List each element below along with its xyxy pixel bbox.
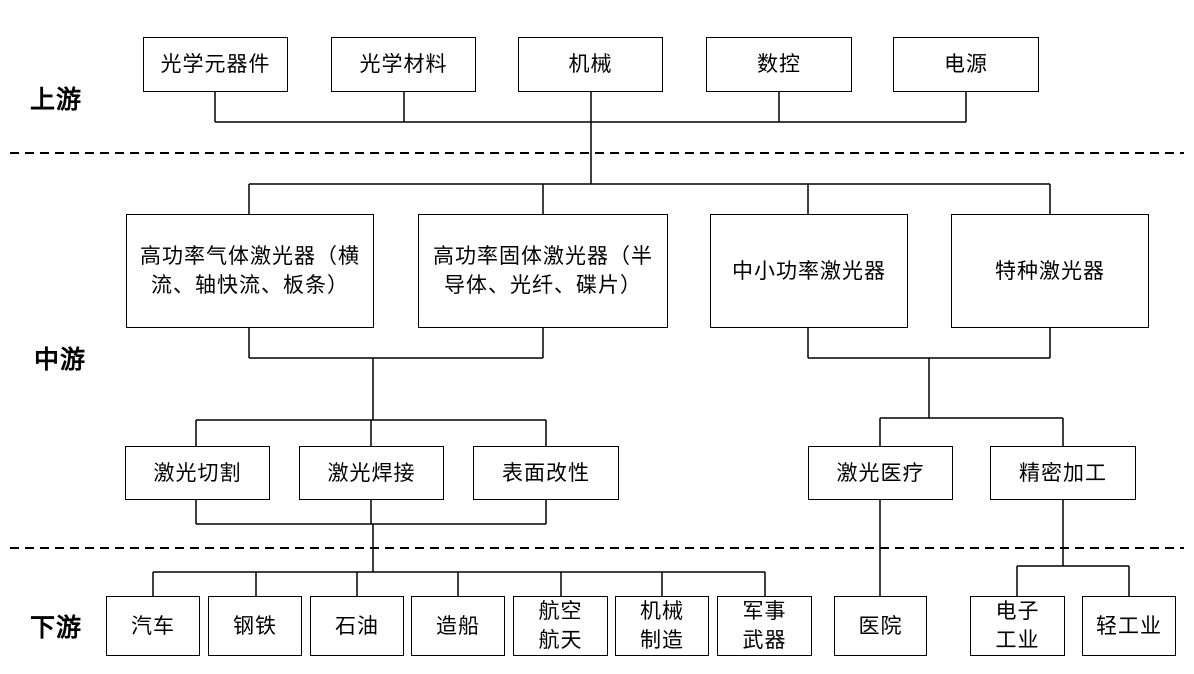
box-optical-components: 光学元器件 [143,37,288,92]
box-machinery-manufacturing-label-line1: 机械 [640,599,684,623]
box-electronics-industry: 电子工业 [970,596,1065,656]
box-shipbuilding: 造船 [411,596,505,656]
box-special-laser: 特种激光器 [951,214,1149,328]
box-machinery: 机械 [518,37,663,92]
box-small-medium-power-laser: 中小功率激光器 [710,214,908,328]
box-precision-machining-label: 精密加工 [1019,460,1107,485]
box-aerospace: 航空航天 [513,596,608,656]
box-optical-components-label: 光学元器件 [160,52,271,76]
box-military-weapons-label-line1: 军事 [742,599,787,623]
box-electronics-industry-label-line2: 工业 [995,628,1040,652]
box-high-power-gas-laser-label: 高功率气体激光器（横流、轴快流、板条） [140,244,360,297]
box-machinery-manufacturing: 机械制造 [615,596,709,656]
box-optical-materials-label: 光学材料 [359,52,448,76]
box-high-power-gas-laser: 高功率气体激光器（横流、轴快流、板条） [126,214,374,328]
box-laser-welding: 激光焊接 [299,446,444,500]
box-precision-machining: 精密加工 [990,446,1136,500]
stage-label-downstream: 下游 [30,613,83,642]
box-small-medium-power-laser-label: 中小功率激光器 [732,258,886,283]
box-surface-modification: 表面改性 [473,446,619,500]
box-hospital-label: 医院 [858,613,903,638]
box-laser-welding-label: 激光焊接 [327,460,416,485]
box-laser-cutting: 激光切割 [125,446,270,500]
box-automobile: 汽车 [106,596,200,656]
box-high-power-solid-laser: 高功率固体激光器（半导体、光纤、碟片） [418,214,668,328]
box-surface-modification-label: 表面改性 [502,460,590,485]
box-steel: 钢铁 [208,596,302,656]
box-shipbuilding-label: 造船 [436,613,480,638]
box-power-supply: 电源 [893,37,1039,92]
box-high-power-solid-laser-label: 高功率固体激光器（半导体、光纤、碟片） [433,244,653,297]
box-steel-label: 钢铁 [233,613,277,638]
box-laser-medical-label: 激光医疗 [836,460,925,485]
box-special-laser-label: 特种激光器 [995,258,1105,283]
box-aerospace-label-line1: 航空 [538,599,583,623]
box-numerical-control-label: 数控 [757,52,801,76]
box-laser-medical: 激光医疗 [808,446,953,500]
box-military-weapons-label-line2: 武器 [742,628,787,652]
box-electronics-industry-label-line1: 电子 [995,599,1040,623]
box-light-industry: 轻工业 [1082,596,1176,656]
box-machinery-manufacturing-label-line2: 制造 [640,628,684,652]
box-hospital: 医院 [834,596,927,656]
box-aerospace-label-line2: 航天 [538,628,583,652]
box-laser-cutting-label: 激光切割 [153,460,242,485]
box-petroleum: 石油 [310,596,404,656]
box-military-weapons: 军事武器 [717,596,812,656]
box-machinery-label: 机械 [568,52,613,76]
box-power-supply-label: 电源 [944,52,988,76]
box-light-industry-label: 轻工业 [1096,613,1162,638]
stage-label-midstream: 中游 [34,345,87,374]
box-automobile-label: 汽车 [131,613,175,638]
stage-label-upstream: 上游 [30,85,83,114]
box-numerical-control: 数控 [706,37,852,92]
box-optical-materials: 光学材料 [331,37,476,92]
box-petroleum-label: 石油 [335,613,379,638]
